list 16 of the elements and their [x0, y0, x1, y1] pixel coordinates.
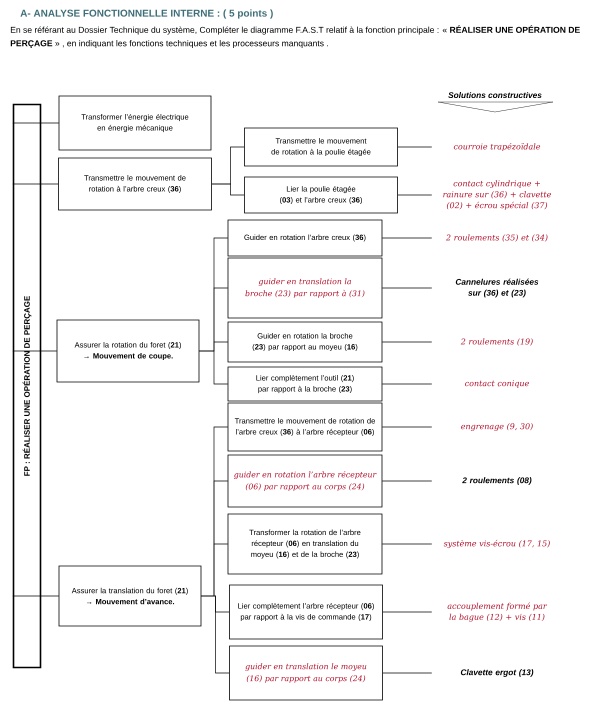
solution-text: Clavette ergot (13)	[460, 669, 534, 677]
connector-line	[382, 672, 432, 674]
connector-line	[12, 350, 57, 352]
instruction-text: En se référant au Dossier Technique du système, Compléter le diagramme F.A.S.T relatif à la fonction principale : « RÉALISER UNE OPÉRATION DE PERÇAGE » , en indiquant les fonctions techniques et les processeurs manquants .	[10, 25, 580, 48]
solution-text: Cannelures réalisées sur (36) et (23)	[456, 278, 538, 298]
connector-line	[201, 596, 230, 674]
connector-line	[382, 426, 432, 428]
connector-line	[398, 194, 432, 196]
connector-line	[398, 146, 432, 148]
connector-line	[382, 480, 432, 482]
heading: A- ANALYSE FONCTIONNELLE INTERNE : ( 5 points )	[20, 9, 273, 19]
connector-line	[12, 122, 59, 124]
column-heading: Solutions constructives	[448, 92, 542, 98]
connector-line	[212, 184, 244, 196]
connector-line	[199, 350, 228, 384]
solution-text: 2 roulements (08)	[462, 477, 532, 485]
